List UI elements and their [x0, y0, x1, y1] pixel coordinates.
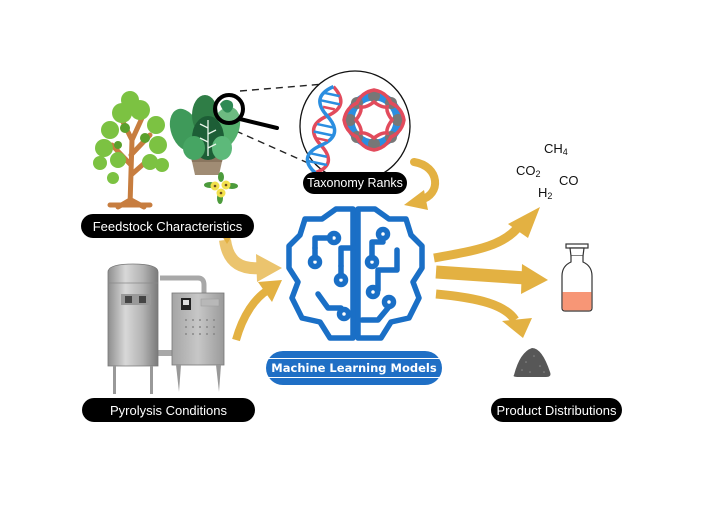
gas-ch4-base: CH — [544, 141, 563, 156]
gas-h2-base: H — [538, 185, 548, 200]
gas-co-base: CO — [559, 173, 579, 188]
machine-learning-models-badge: Machine Learning Models — [260, 351, 448, 385]
gas-co: CO — [559, 173, 579, 188]
flower-icon — [204, 172, 238, 204]
char-pile-icon — [513, 348, 551, 377]
dna-helix-icon — [305, 85, 343, 175]
brain-circuit-icon — [286, 206, 425, 341]
plasmid-ring-icon — [342, 88, 406, 152]
gas-ch4-sub: 4 — [562, 147, 568, 157]
machine-learning-models-label: Machine Learning Models — [260, 358, 448, 378]
arrow-pyrolysis-to-model — [232, 280, 282, 342]
gas-co2: CO2 — [516, 163, 541, 179]
taxonomy-ranks-label: Taxonomy Ranks — [303, 172, 407, 194]
product-distributions-label: Product Distributions — [491, 398, 622, 422]
potted-plant-icon — [169, 95, 241, 175]
pyrolysis-conditions-label: Pyrolysis Conditions — [82, 398, 255, 422]
zoom-guide-line-bottom — [235, 130, 309, 164]
reactor-icon — [107, 263, 225, 394]
arrow-feedstock-to-model — [219, 236, 282, 282]
arrow-to-liquid — [435, 264, 548, 294]
gas-ch4: CH4 — [544, 141, 568, 157]
tree-icon — [93, 91, 169, 210]
feedstock-characteristics-label: Feedstock Characteristics — [81, 214, 254, 238]
gas-co2-sub: 2 — [535, 169, 541, 179]
arrow-to-gas — [433, 207, 540, 263]
gas-co2-base: CO — [516, 163, 536, 178]
gas-h2-sub: 2 — [547, 191, 553, 201]
arrow-to-char — [435, 289, 532, 338]
magnifier-icon — [213, 93, 279, 130]
bottle-icon — [561, 243, 593, 312]
arrow-taxonomy-to-model — [404, 158, 440, 210]
gas-h2: H2 — [538, 185, 552, 201]
